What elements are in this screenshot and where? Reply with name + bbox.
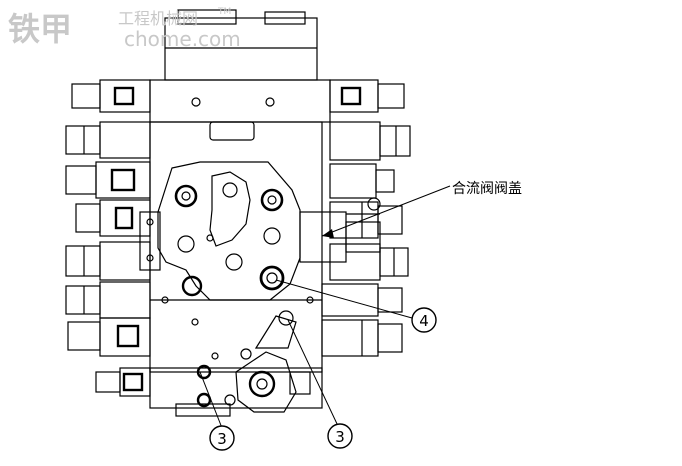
left-solenoid-3 — [65, 161, 151, 199]
right-solenoid-7 — [321, 319, 403, 357]
watermark: 铁甲 工程机械网 chome.com TM — [8, 7, 241, 51]
right-solenoid-1 — [329, 79, 405, 113]
bottom-assembly — [149, 310, 323, 417]
watermark-tm: TM — [217, 7, 231, 17]
callout-3-left-number: 3 — [217, 430, 227, 448]
left-solenoid-5 — [65, 241, 151, 281]
right-solenoid-stack — [321, 79, 411, 357]
leader-callout-4 — [275, 279, 413, 319]
left-solenoid-4 — [75, 199, 151, 237]
leader-callout-3-left — [199, 371, 223, 429]
leader-callout-3-right — [287, 319, 339, 427]
callout-4: 4 — [411, 307, 437, 333]
watermark-logo: 铁甲 — [8, 10, 72, 48]
watermark-domain: chome.com — [124, 27, 241, 51]
left-solenoid-2 — [65, 121, 151, 159]
callout-3-left: 3 — [209, 425, 235, 451]
leader-arrowhead — [322, 229, 334, 238]
left-solenoid-8 — [95, 367, 151, 397]
right-solenoid-3 — [329, 163, 395, 199]
merge-valve-cover-label: 合流阀阀盖 — [452, 181, 522, 197]
main-valve-body — [149, 121, 323, 373]
watermark-site: 工程机械网 — [118, 9, 198, 28]
spool-housing — [299, 197, 381, 263]
merge-valve-cover — [139, 161, 301, 301]
leader-merge-cover — [321, 185, 451, 237]
right-solenoid-6 — [321, 283, 403, 317]
left-solenoid-7 — [67, 317, 151, 357]
right-solenoid-2 — [329, 121, 411, 161]
callout-3-right: 3 — [327, 423, 353, 449]
left-solenoid-stack — [65, 79, 151, 397]
callout-4-number: 4 — [419, 312, 429, 330]
left-solenoid-6 — [65, 281, 151, 319]
callout-3-right-number: 3 — [335, 428, 345, 446]
leader-lines — [199, 185, 451, 429]
right-solenoid-4 — [329, 201, 403, 239]
left-solenoid-1 — [71, 79, 151, 113]
